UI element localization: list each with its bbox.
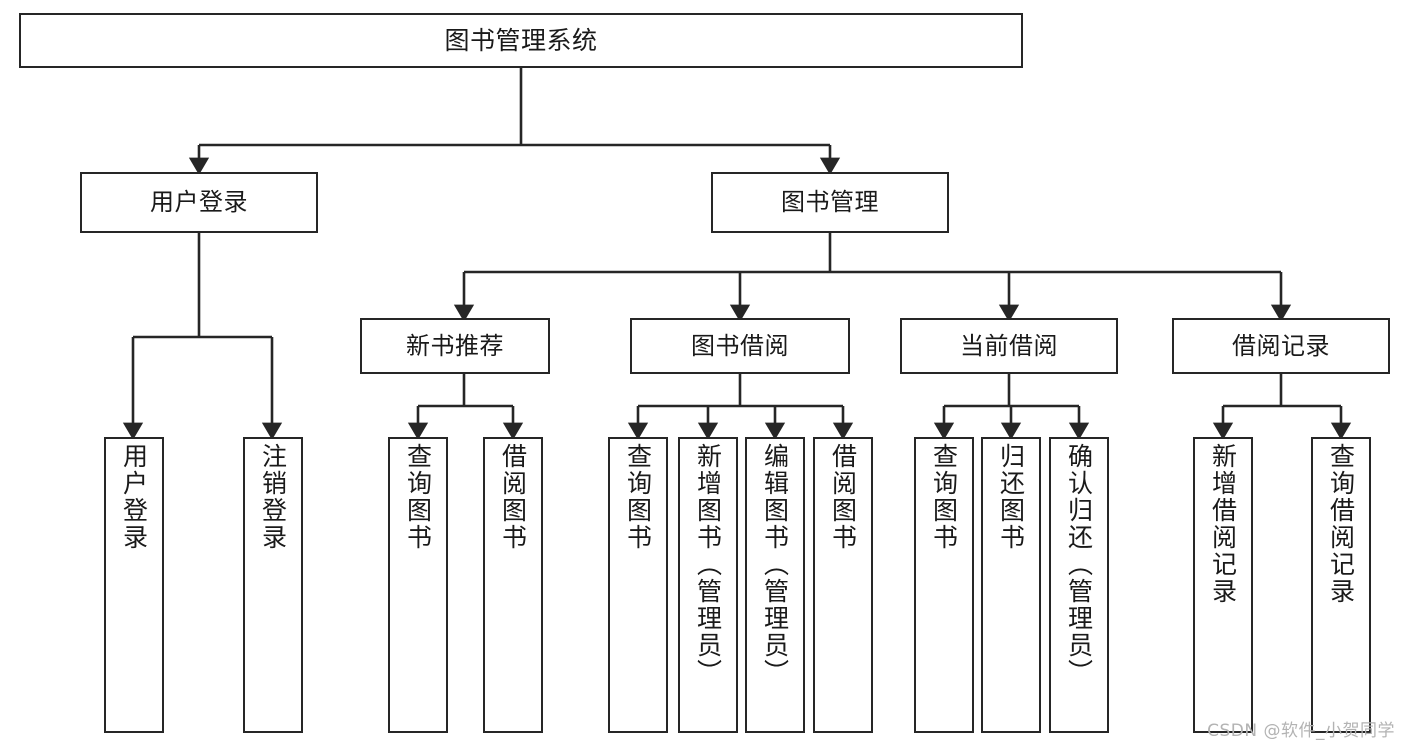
leaf-borrow-book[interactable]: 借阅图书 xyxy=(813,437,873,733)
leaf-confirm-return-admin[interactable]: 确认归还（管理员） xyxy=(1049,437,1109,733)
node-label: 新增借阅记录 xyxy=(1208,443,1238,605)
node-label: 查询图书 xyxy=(623,443,653,551)
leaf-query-book-current[interactable]: 查询图书 xyxy=(914,437,974,733)
node-book-manage[interactable]: 图书管理 xyxy=(711,172,949,233)
node-label: 查询图书 xyxy=(403,443,433,551)
leaf-query-book-new-rec[interactable]: 查询图书 xyxy=(388,437,448,733)
node-label: 图书管理 xyxy=(781,188,879,217)
node-label: 图书借阅 xyxy=(691,331,789,360)
leaf-logout[interactable]: 注销登录 xyxy=(243,437,303,733)
node-label: 借阅记录 xyxy=(1232,331,1330,360)
node-label: 图书管理系统 xyxy=(444,25,598,55)
leaf-query-borrow-record[interactable]: 查询借阅记录 xyxy=(1311,437,1371,733)
leaf-add-book-admin[interactable]: 新增图书（管理员） xyxy=(678,437,738,733)
leaf-borrow-book-new-rec[interactable]: 借阅图书 xyxy=(483,437,543,733)
node-label: 注销登录 xyxy=(258,443,288,551)
node-label: 编辑图书（管理员） xyxy=(760,443,790,686)
node-label: 当前借阅 xyxy=(960,331,1058,360)
node-new-book-recommend[interactable]: 新书推荐 xyxy=(360,318,550,374)
node-user-login[interactable]: 用户登录 xyxy=(80,172,318,233)
leaf-edit-book-admin[interactable]: 编辑图书（管理员） xyxy=(745,437,805,733)
node-book-borrow[interactable]: 图书借阅 xyxy=(630,318,850,374)
node-label: 新书推荐 xyxy=(406,331,504,360)
node-label: 新增图书（管理员） xyxy=(693,443,723,686)
node-root-system[interactable]: 图书管理系统 xyxy=(19,13,1023,68)
node-label: 查询借阅记录 xyxy=(1326,443,1356,605)
node-current-borrow[interactable]: 当前借阅 xyxy=(900,318,1118,374)
leaf-return-book[interactable]: 归还图书 xyxy=(981,437,1041,733)
node-label: 用户登录 xyxy=(150,188,248,217)
node-label: 用户登录 xyxy=(119,443,149,551)
leaf-add-borrow-record[interactable]: 新增借阅记录 xyxy=(1193,437,1253,733)
node-label: 借阅图书 xyxy=(498,443,528,551)
node-label: 查询图书 xyxy=(929,443,959,551)
node-label: 确认归还（管理员） xyxy=(1064,443,1094,686)
node-label: 借阅图书 xyxy=(828,443,858,551)
node-label: 归还图书 xyxy=(996,443,1026,551)
leaf-user-login[interactable]: 用户登录 xyxy=(104,437,164,733)
node-borrow-record[interactable]: 借阅记录 xyxy=(1172,318,1390,374)
leaf-query-book-borrow[interactable]: 查询图书 xyxy=(608,437,668,733)
